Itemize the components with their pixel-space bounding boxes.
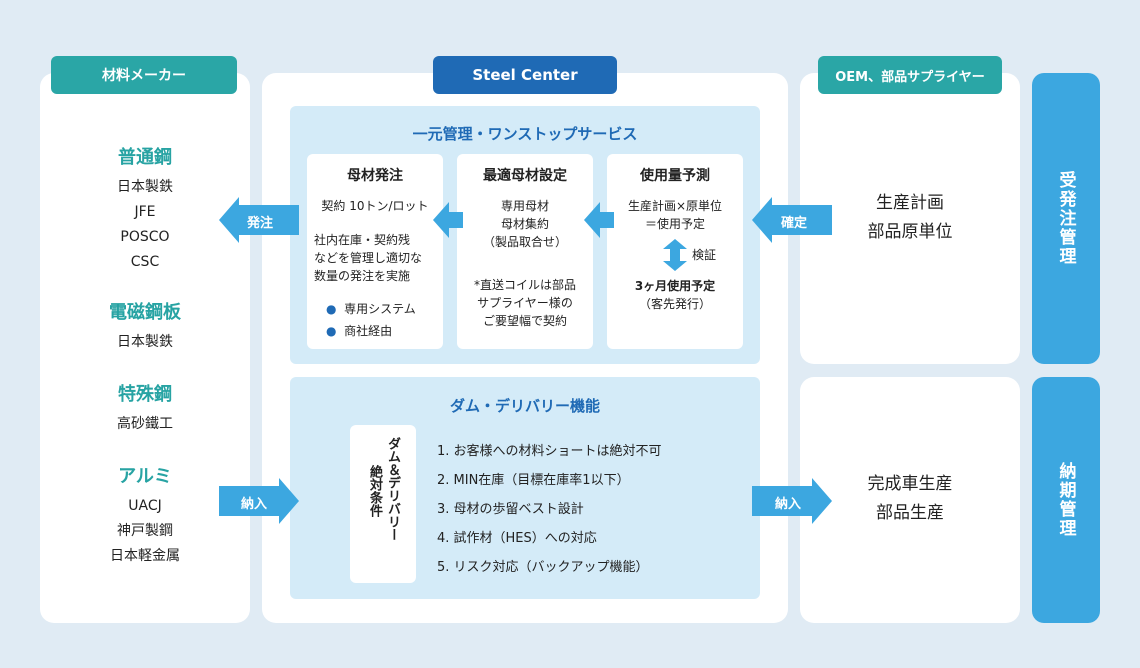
oem-header: OEM、部品サプライヤー — [818, 56, 1002, 94]
confirm-arrow-icon — [752, 197, 832, 243]
group-regular-steel: 普通鋼 日本製鉄 JFE POSCO CSC — [40, 143, 250, 275]
text-line: 母材集約 — [500, 217, 549, 231]
oem-top-text: 生産計画 部品原単位 — [800, 189, 1020, 247]
deliver-arrow-left-label: 納入 — [240, 497, 267, 512]
maker-group-list: 普通鋼 日本製鉄 JFE POSCO CSC — [40, 143, 250, 275]
group-title: 普通鋼 — [118, 147, 172, 168]
delivery-management-bar: 納期管理 — [1032, 377, 1100, 623]
absolute-condition-line1: ダム＆デリバリー — [385, 437, 400, 541]
text-line: 部品生産 — [876, 503, 944, 523]
text-line: 数量の発注を実施 — [314, 269, 411, 283]
condition-list: 1. お客様への材料ショートは絶対不可 2. MIN在庫（目標在庫率1以下） 3… — [437, 437, 662, 582]
condition-item: 3. 母材の歩留ベスト設計 — [437, 502, 584, 517]
text-line: 社内在庫・契約残 — [314, 233, 411, 247]
deliver-arrow-right-label: 納入 — [774, 497, 801, 512]
text-line: ＝使用予定 — [644, 217, 705, 231]
text-line: *直送コイルは部品 — [473, 278, 576, 292]
arrow-left-icon — [433, 202, 463, 238]
card-usage-forecast-text: 生産計画×原単位 ＝使用予定 — [607, 197, 743, 233]
text-line: 部品原単位 — [867, 222, 953, 242]
oem-top-panel — [800, 73, 1020, 364]
verify-label: 検証 — [692, 248, 717, 262]
confirm-arrow-label: 確定 — [780, 216, 807, 231]
dam-delivery-title: ダム・デリバリー機能 — [449, 397, 600, 415]
card-material-order-contract: 契約 10トン/ロット — [321, 199, 429, 213]
group-title: アルミ — [118, 466, 172, 487]
forecast-3months: 3ヶ月使用予定 — [634, 279, 716, 293]
text-line: 完成車生産 — [867, 474, 953, 494]
maker-item: 神戸製鋼 — [117, 523, 173, 539]
card-material-order — [307, 154, 443, 349]
bullet-dot-icon: ● — [326, 302, 337, 316]
text-line: 専用母材 — [500, 199, 549, 213]
group-title: 電磁鋼板 — [109, 302, 181, 323]
delivery-management-label: 納期管理 — [1055, 462, 1076, 538]
maker-item: UACJ — [128, 498, 162, 514]
bullet-dot-icon: ● — [326, 324, 337, 338]
bullet-item: ● 商社経由 — [326, 324, 393, 338]
condition-item: 1. お客様への材料ショートは絶対不可 — [437, 444, 662, 459]
maker-item: 日本製鉄 — [117, 334, 173, 350]
forecast-customer-issued: （客先発行） — [638, 297, 711, 311]
text-line: ご要望幅で契約 — [482, 314, 567, 328]
maker-item: CSC — [130, 254, 160, 270]
group-electrical-steel: 電磁鋼板 日本製鉄 — [40, 298, 250, 355]
order-management-bar: 受発注管理 — [1032, 73, 1100, 364]
text-line: 生産計画 — [876, 193, 944, 213]
oem-bottom-panel — [800, 377, 1020, 623]
deliver-arrow-right-icon — [752, 478, 832, 524]
group-special-steel: 特殊鋼 高砂鐵工 — [40, 380, 250, 437]
text-line: （製品取合せ） — [482, 235, 567, 249]
maker-item: 高砂鐵工 — [117, 416, 173, 432]
materials-maker-panel — [40, 73, 250, 623]
maker-item: 日本軽金属 — [110, 548, 180, 564]
group-aluminum: アルミ UACJ 神戸製鋼 日本軽金属 — [40, 462, 250, 569]
absolute-condition-line2: 絶対条件 — [367, 465, 382, 517]
card-optimal-material-title: 最適母材設定 — [483, 168, 567, 184]
maker-item: JFE — [134, 204, 156, 220]
text-line: 生産計画×原単位 — [627, 199, 723, 213]
absolute-condition-box — [350, 425, 416, 583]
condition-item: 4. 試作材（HES）への対応 — [437, 531, 597, 546]
arrow-left-icon — [584, 202, 614, 238]
group-title: 特殊鋼 — [118, 384, 172, 405]
condition-item: 5. リスク対応（バックアップ機能） — [437, 560, 649, 575]
card-optimal-material-text: 専用母材 母材集約 （製品取合せ） — [457, 197, 593, 251]
oem-bottom-text: 完成車生産 部品生産 — [800, 470, 1020, 528]
one-stop-service-title: 一元管理・ワンストップサービス — [412, 125, 638, 143]
steel-center-header: Steel Center — [433, 56, 617, 94]
card-material-order-title: 母材発注 — [347, 168, 403, 184]
maker-item: 日本製鉄 — [117, 179, 173, 195]
order-arrow-icon — [219, 197, 299, 243]
order-arrow-label: 発注 — [246, 216, 273, 231]
card-optimal-material — [457, 154, 593, 349]
condition-item: 2. MIN在庫（目標在庫率1以下） — [437, 473, 630, 488]
maker-item: POSCO — [120, 229, 170, 245]
double-arrow-icon — [663, 239, 687, 271]
card-material-order-text: 社内在庫・契約残 などを管理し適切な 数量の発注を実施 — [314, 231, 442, 285]
bullet-item: ● 専用システム — [326, 302, 416, 316]
order-management-label: 受発注管理 — [1055, 171, 1076, 266]
deliver-arrow-left-icon — [219, 478, 299, 524]
text-line: などを管理し適切な — [314, 251, 423, 265]
text-line: サプライヤー様の — [477, 296, 573, 310]
card-optimal-material-note: *直送コイルは部品 サプライヤー様の ご要望幅で契約 — [457, 276, 593, 330]
card-material-order-bullets: ● 専用システム ● 商社経由 — [326, 298, 441, 342]
materials-maker-header: 材料メーカー — [51, 56, 237, 94]
card-usage-forecast-title: 使用量予測 — [640, 168, 710, 184]
